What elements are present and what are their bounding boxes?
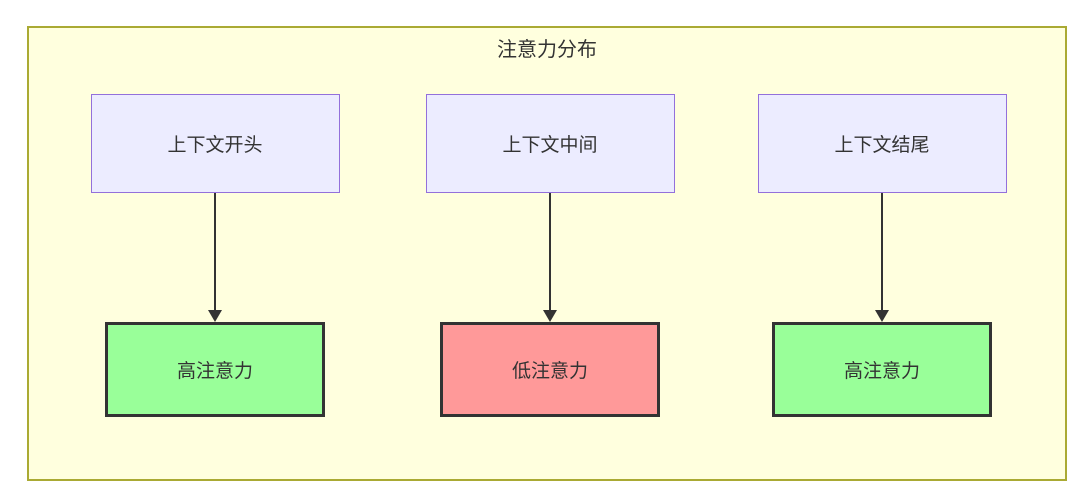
node-context-middle: 上下文中间 (425, 94, 675, 193)
node-low-attention-middle: 低注意力 (440, 322, 660, 417)
column-context-middle: 上下文中间 低注意力 (420, 94, 680, 417)
arrow-down-icon (205, 193, 225, 322)
attention-distribution-cluster: 注意力分布 上下文开头 高注意力 上下文中间 低注意力 上下文结尾 高注意力 (27, 26, 1067, 481)
arrowhead-icon (208, 310, 222, 322)
arrow-down-icon (540, 193, 560, 322)
arrow-shaft (549, 193, 551, 312)
arrow-down-icon (872, 193, 892, 322)
node-high-attention-end: 高注意力 (772, 322, 992, 417)
node-context-start: 上下文开头 (90, 94, 340, 193)
cluster-title: 注意力分布 (497, 39, 597, 61)
node-high-attention-start: 高注意力 (105, 322, 325, 417)
arrow-shaft (881, 193, 883, 312)
node-context-end: 上下文结尾 (757, 94, 1007, 193)
column-context-start: 上下文开头 高注意力 (85, 94, 345, 417)
arrowhead-icon (543, 310, 557, 322)
arrowhead-icon (875, 310, 889, 322)
arrow-shaft (214, 193, 216, 312)
column-context-end: 上下文结尾 高注意力 (752, 94, 1012, 417)
